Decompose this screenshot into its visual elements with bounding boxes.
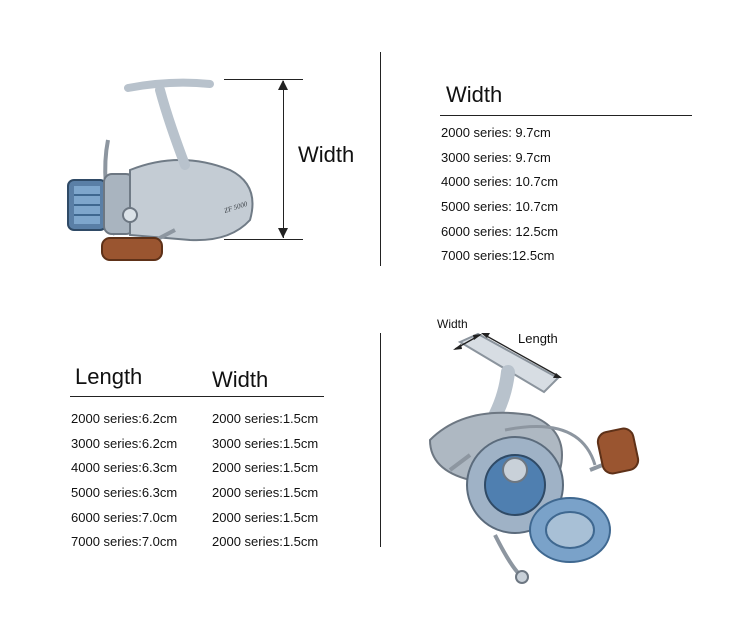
- handle-width-row-4: 2000 series:1.5cm: [212, 485, 319, 500]
- handle-length-row-4000: 4000 series:6.3cm: [71, 460, 178, 475]
- width-row-2000: 2000 series: 9.7cm: [441, 125, 551, 140]
- handle-width-row-6: 2000 series:1.5cm: [212, 534, 319, 549]
- width-dimension-top-line: [224, 79, 303, 80]
- width-row-6000: 6000 series: 12.5cm: [441, 224, 559, 239]
- handle-width-row-3: 2000 series:1.5cm: [212, 460, 319, 475]
- width-table-title: Width: [446, 82, 503, 107]
- foot-dimension-arrows: [453, 333, 562, 378]
- handle-length-row-6000: 6000 series:7.0cm: [71, 510, 178, 525]
- foot-width-label: Width: [437, 317, 468, 331]
- handle-width-row-5: 2000 series:1.5cm: [212, 510, 319, 525]
- width-dimension-arrowheads: [278, 80, 288, 238]
- reel-side-view-image: ZF 5000: [67, 78, 254, 261]
- handle-length-row-7000: 7000 series:7.0cm: [71, 534, 178, 549]
- width-table-underline: [440, 115, 692, 116]
- handle-length-row-5000: 5000 series:6.3cm: [71, 485, 178, 500]
- top-section-divider: [380, 52, 381, 266]
- width-row-7000: 7000 series:12.5cm: [441, 248, 555, 263]
- foot-length-label: Length: [518, 331, 558, 346]
- bottom-section-divider: [380, 333, 381, 547]
- handle-table-underline: [70, 396, 324, 397]
- width-row-3000: 3000 series: 9.7cm: [441, 150, 551, 165]
- handle-width-row-1: 2000 series:1.5cm: [212, 411, 319, 426]
- width-dimension-label: Width: [298, 142, 355, 167]
- width-row-4000: 4000 series: 10.7cm: [441, 174, 559, 189]
- handle-length-table-title: Length: [75, 364, 143, 389]
- handle-length-row-3000: 3000 series:6.2cm: [71, 436, 178, 451]
- reel-angled-view-image: [428, 332, 640, 584]
- width-dimension-bottom-line: [224, 239, 303, 240]
- handle-width-row-2: 3000 series:1.5cm: [212, 436, 319, 451]
- width-dimension-arrow-line: [283, 81, 284, 238]
- handle-length-row-2000: 2000 series:6.2cm: [71, 411, 178, 426]
- width-row-5000: 5000 series: 10.7cm: [441, 199, 559, 214]
- handle-width-table-title: Width: [212, 367, 269, 392]
